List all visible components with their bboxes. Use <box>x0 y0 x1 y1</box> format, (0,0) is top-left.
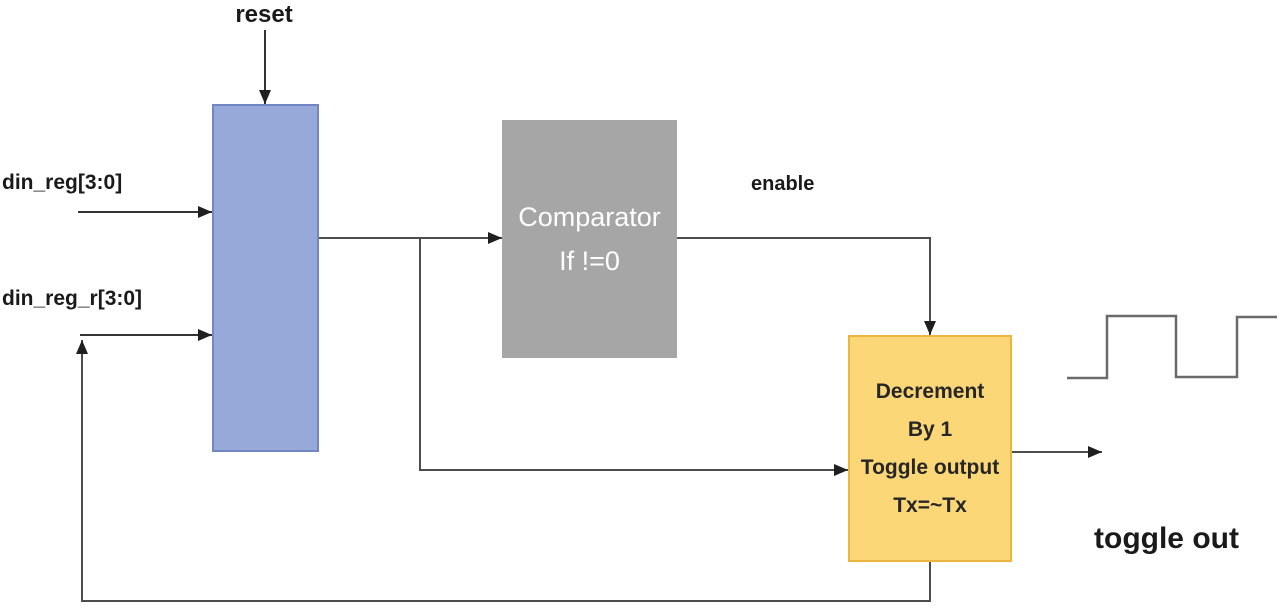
comparator-block: Comparator If !=0 <box>502 120 677 358</box>
din-reg-label: din_reg[3:0] <box>2 171 123 194</box>
square-wave-icon <box>1067 314 1277 380</box>
feedback-arrow <box>76 340 931 602</box>
comparator-label-line1: Comparator <box>518 202 661 232</box>
comparator-label-line2: If !=0 <box>559 246 620 276</box>
decrement-label-line1: Decrement <box>875 379 985 403</box>
decrement-label-line2: By 1 <box>907 417 953 441</box>
register-block <box>212 104 319 452</box>
reset-label: reset <box>235 1 293 28</box>
enable-arrow <box>677 237 936 335</box>
decrement-block: Decrement By 1 Toggle output Tx=~Tx <box>848 335 1012 562</box>
toggle-out-label: toggle out <box>1094 522 1239 555</box>
decrement-label-line4: Tx=~Tx <box>893 493 967 517</box>
din-reg-r-label: din_reg_r[3:0] <box>2 287 143 310</box>
decrement-label-line3: Toggle output <box>860 455 1000 479</box>
enable-label: enable <box>751 173 815 195</box>
register-to-decrement-arrow <box>419 238 848 476</box>
